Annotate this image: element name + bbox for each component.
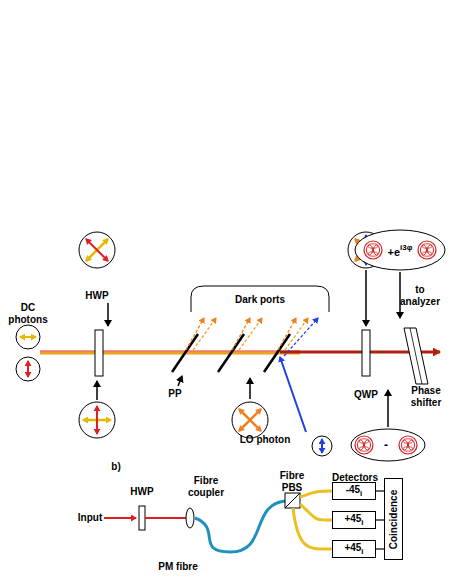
subscript: i [360,489,362,498]
node-outline [354,229,446,271]
mode-icon [399,436,417,454]
superscript: i3φ [400,243,412,252]
state-ellipse: - [350,428,426,462]
part-label: PM fibre [158,561,197,573]
node-text: +e [388,246,401,258]
node-text: Coincidence [388,489,399,548]
node-outline [350,428,426,462]
node-text: Dark ports [235,294,285,305]
part-label: QWP [354,389,378,401]
part-label: DC photons [5,302,51,325]
port-bracket: Dark ports [190,285,330,312]
detector-box: +45i [332,540,376,558]
mode-icon [418,241,436,259]
part-label: b) [111,461,120,473]
detector-box: -45i [332,482,376,500]
part-label: Fibre PBS [272,470,312,493]
part-label: Input [78,512,102,524]
node-text-group: +45i [344,542,363,556]
signal-line [376,490,384,491]
mode-icon [355,436,373,454]
part-label: HWP [130,486,153,498]
part-label: HWP [85,290,108,302]
state-ellipse: +ei3φ [354,229,446,271]
node-text: - [384,438,388,452]
detector-box: +45i [332,511,376,529]
node-text-group: Coincidence [388,489,399,548]
part-label: PP [168,388,181,400]
node-text-group: Dark ports [235,294,285,305]
part-label: LO photon [240,434,291,446]
node-text-group: - [384,438,388,452]
node-text-group: -45i [346,484,363,498]
part-label: Phase shifter [406,385,446,408]
signal-line [376,519,384,520]
part-label: Fibre coupler [181,475,231,498]
signal-line [376,548,384,549]
node-text: +45 [344,542,361,553]
node-text: +45 [344,513,361,524]
coincidence-box: Coincidence [384,478,403,560]
part-label: to analyzer [400,284,440,307]
node-text-group: +ei3φ [388,243,413,258]
node-text-group: +45i [344,513,363,527]
subscript: i [361,547,363,556]
node-text: -45 [346,484,360,495]
mode-icon [364,241,382,259]
subscript: i [361,518,363,527]
